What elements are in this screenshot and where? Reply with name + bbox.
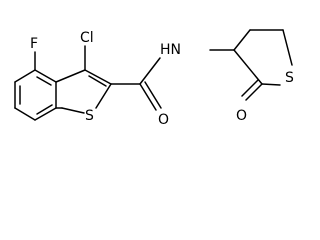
thiophene-ring: [55, 69, 112, 114]
lactone-oxygen-label: O: [236, 108, 247, 124]
fluorine-label: F: [30, 36, 38, 52]
benzo-ring: [14, 69, 57, 121]
chlorine-label: Cl: [80, 30, 94, 46]
structure-diagram: F Cl S HN O S O: [14, 29, 294, 128]
lactone-sulfur-label: S: [285, 70, 294, 86]
carboxamide-group: [110, 57, 162, 111]
ring-sulfur-label: S: [85, 108, 94, 124]
thiolactone-ring: [233, 29, 293, 101]
amide-nitrogen-label: HN: [160, 42, 181, 58]
amide-oxygen-label: O: [158, 112, 169, 128]
